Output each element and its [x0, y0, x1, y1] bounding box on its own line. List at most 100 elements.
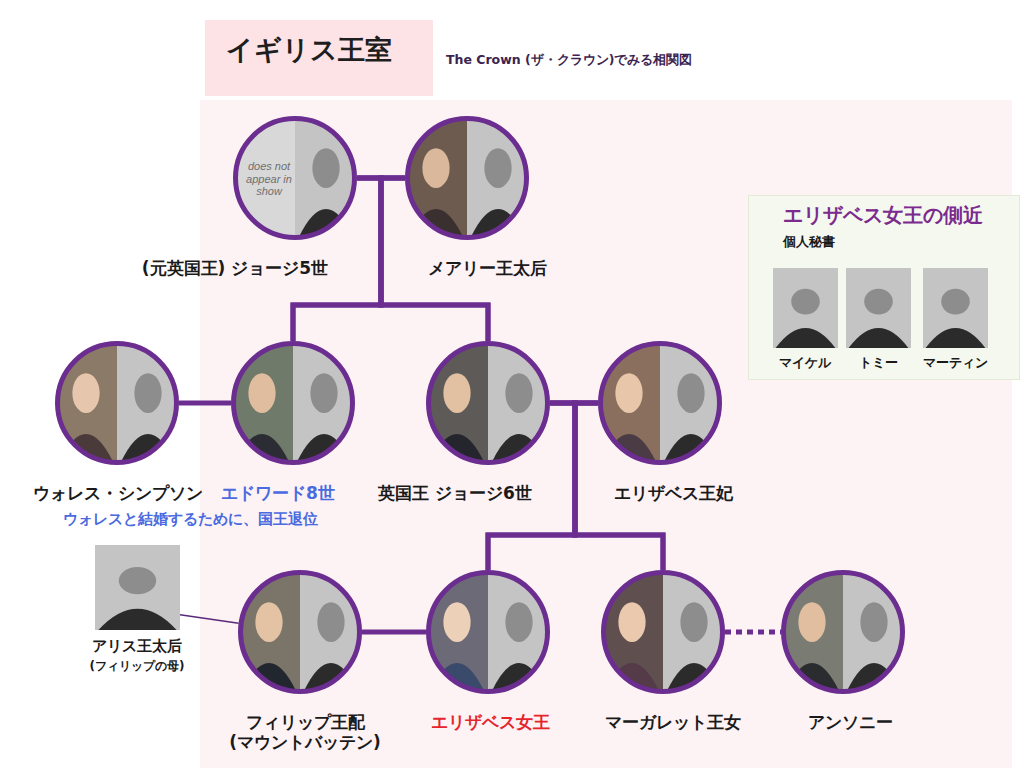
note-text: ウォレスと結婚するために、国王退位: [63, 510, 318, 528]
portrait-circle: [781, 570, 905, 694]
photo-ground: [843, 570, 905, 694]
silhouette-head: [618, 602, 645, 642]
silhouette-head: [680, 602, 707, 642]
photo-ground: [467, 116, 529, 240]
silhouette-head: [864, 289, 893, 315]
photo-ground: [238, 570, 300, 694]
person-name: マイケル: [779, 355, 831, 371]
photo-ground: [598, 341, 660, 465]
portrait-circle: [231, 341, 355, 465]
photo-ground: [488, 570, 550, 694]
person-node: does not appear in show(元英国王) ジョージ5世: [233, 116, 357, 240]
person-name: (元英国王) ジョージ5世: [142, 258, 328, 278]
portrait-circle: [426, 341, 550, 465]
marriage-line: [362, 630, 426, 635]
person-name: フィリップ王配 (マウントバッテン): [220, 712, 390, 753]
portrait-photo: [846, 268, 911, 348]
diagram-title: イギリス王室: [226, 34, 392, 66]
portrait-photo: [773, 268, 838, 348]
silhouette-body: [98, 609, 176, 630]
photo-ground: [426, 341, 488, 465]
portrait-ring: [429, 573, 548, 692]
portrait-ring: [601, 344, 720, 463]
person-node: エリザベス王妃: [598, 341, 722, 465]
photo-ground: [300, 570, 362, 694]
portrait-ring: [784, 573, 903, 692]
person-node: 英国王 ジョージ6世: [426, 341, 550, 465]
silhouette-head: [255, 602, 282, 642]
photo-ground: [117, 341, 179, 465]
portrait-ring: [408, 119, 527, 238]
silhouette-head: [248, 373, 275, 413]
photo-ground: [231, 341, 293, 465]
photo-ground: [846, 268, 911, 348]
person-name: マーガレット王女: [605, 712, 741, 732]
person-node: アリス王太后(フィリップの母): [95, 545, 180, 630]
person-node: トミー: [846, 268, 911, 348]
portrait-circle: [426, 570, 550, 694]
subtitle: The Crown (ザ・クラウン)でみる相関図: [446, 52, 692, 67]
photo-ground: [781, 570, 843, 694]
silhouette-head: [72, 373, 99, 413]
photo-ground: [95, 545, 180, 630]
portrait-photo: [95, 545, 180, 630]
silhouette-head: [505, 373, 532, 413]
photo-ground: [660, 341, 722, 465]
silhouette-head: [798, 602, 825, 642]
note-text: (フィリップの母): [90, 659, 185, 673]
panel-subheading: 個人秘書: [783, 234, 835, 250]
silhouette-body: [849, 328, 909, 348]
person-node: メアリー王太后: [405, 116, 529, 240]
person-node: フィリップ王配 (マウントバッテン): [238, 570, 362, 694]
photo-ground: [233, 116, 295, 240]
photo-ground: [488, 341, 550, 465]
relation-line: [180, 615, 239, 623]
person-node: エリザベス女王: [426, 570, 550, 694]
photo-ground: [601, 570, 663, 694]
person-node: マイケル: [773, 268, 838, 348]
photo-ground: [426, 570, 488, 694]
person-node: マーティン: [923, 268, 988, 348]
silhouette-head: [312, 148, 339, 188]
panel-heading: エリザベス女王の側近: [783, 203, 983, 227]
silhouette-head: [443, 373, 470, 413]
photo-ground: [405, 116, 467, 240]
silhouette-head: [860, 602, 887, 642]
person-node: ウォレス・シンプソン: [55, 341, 179, 465]
photo-ground: [923, 268, 988, 348]
silhouette-head: [422, 148, 449, 188]
portrait-ring: [604, 573, 723, 692]
marriage-line: [179, 401, 231, 406]
portrait-ring: [58, 344, 177, 463]
photo-ground: [293, 341, 355, 465]
silhouette-head: [941, 289, 970, 315]
silhouette-head: [505, 602, 532, 642]
portrait-ring: [234, 344, 353, 463]
portrait-photo: [923, 268, 988, 348]
portrait-ring: [241, 573, 360, 692]
person-name: ウォレス・シンプソン: [33, 483, 203, 503]
person-name: メアリー王太后: [428, 258, 547, 278]
silhouette-head: [317, 602, 344, 642]
photo-ground: [773, 268, 838, 348]
aide-panel: エリザベス女王の側近個人秘書マイケルトミーマーティン: [748, 195, 1020, 380]
person-name: エリザベス女王: [431, 712, 550, 732]
silhouette-body: [926, 328, 986, 348]
portrait-ring: [429, 344, 548, 463]
person-name: トミー: [859, 355, 898, 371]
person-name: エリザベス王妃: [614, 483, 733, 503]
photo-ground: [663, 570, 725, 694]
silhouette-head: [134, 373, 161, 413]
silhouette-head: [677, 373, 704, 413]
silhouette-head: [119, 567, 156, 594]
person-name: 英国王 ジョージ6世: [378, 483, 532, 503]
note-text: does not appear in show: [244, 160, 294, 198]
silhouette-head: [443, 602, 470, 642]
person-name: マーティン: [923, 355, 988, 371]
title-band: [205, 20, 433, 96]
portrait-circle: [598, 341, 722, 465]
person-name: アンソニー: [808, 712, 893, 732]
photo-ground: [55, 341, 117, 465]
portrait-circle: [55, 341, 179, 465]
silhouette-head: [484, 148, 511, 188]
